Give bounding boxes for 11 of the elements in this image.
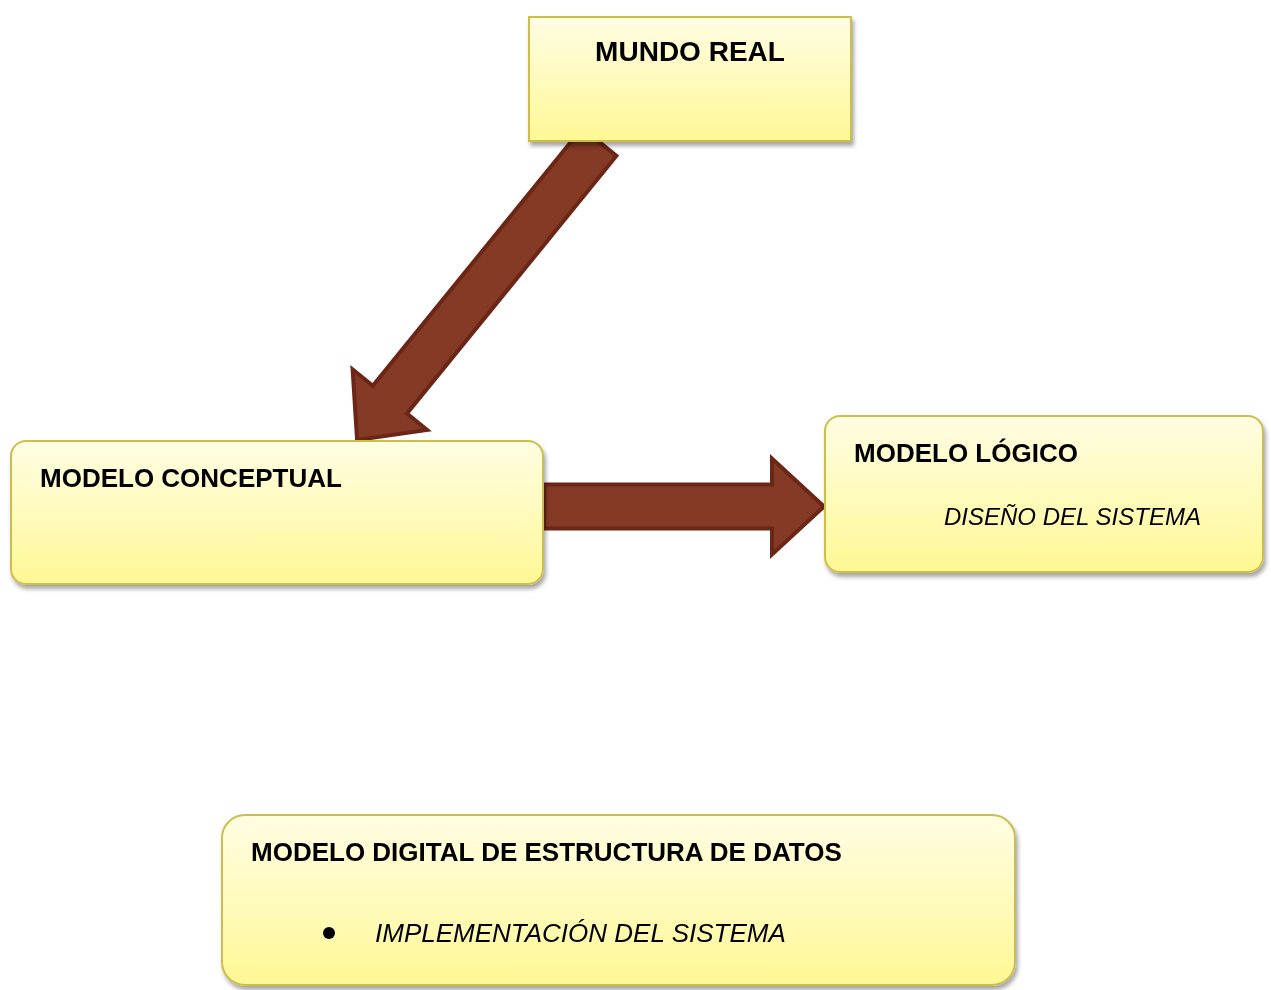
box-title: MUNDO REAL (595, 35, 785, 69)
block-arrow (542, 453, 827, 560)
box-subtitle: DISEÑO DEL SISTEMA (944, 501, 1202, 532)
bullet-item: IMPLEMENTACIÓN DEL SISTEMA (375, 916, 786, 949)
box-title: MODELO LÓGICO (854, 437, 1079, 470)
model-box (824, 415, 1264, 573)
model-box (10, 440, 544, 585)
model-box (221, 814, 1016, 986)
box-title: MODELO DIGITAL DE ESTRUCTURA DE DATOS (251, 836, 843, 869)
box-title: MODELO CONCEPTUAL (40, 462, 343, 495)
model-box (528, 16, 852, 142)
